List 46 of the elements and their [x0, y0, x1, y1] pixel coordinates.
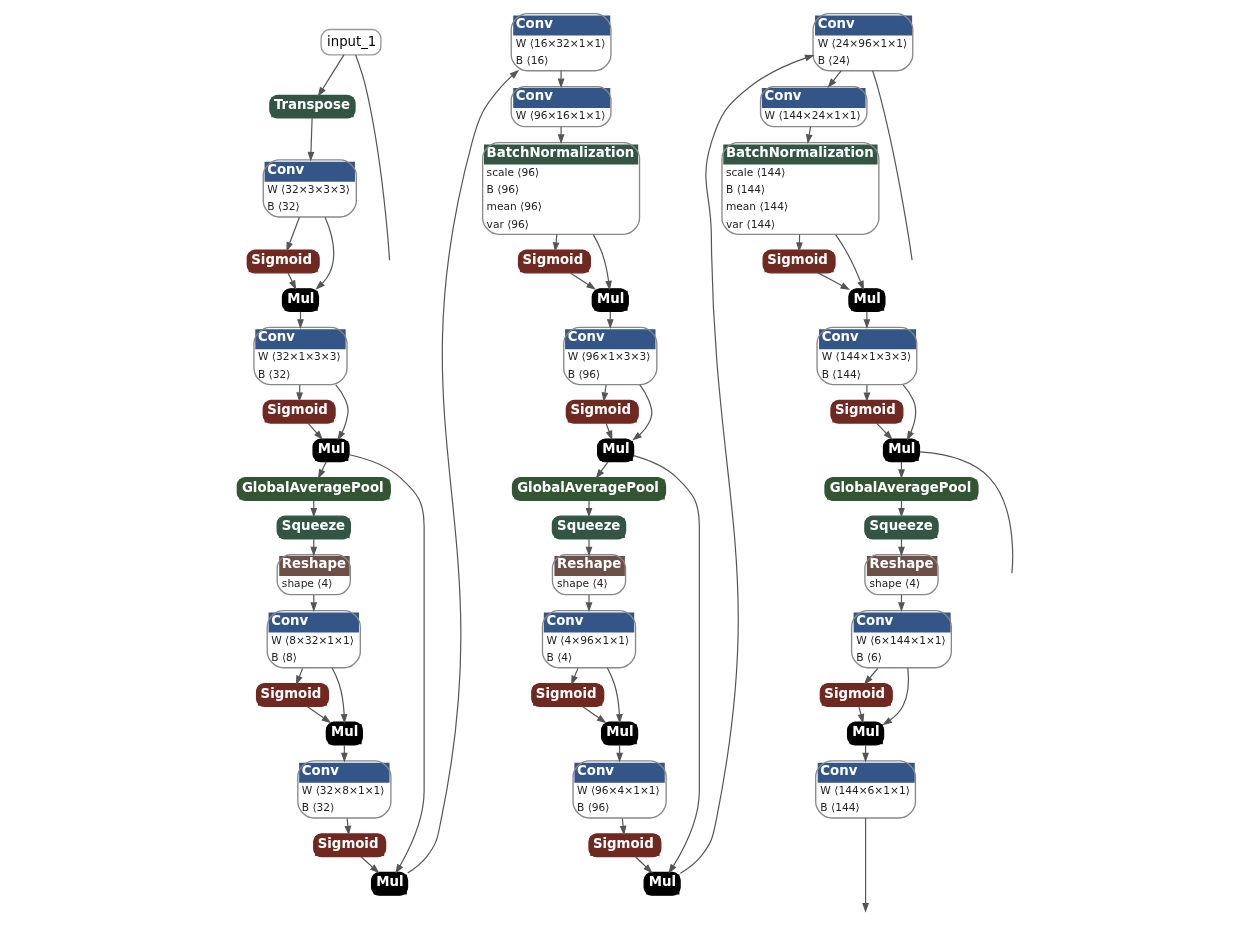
- connector: [871, 70, 913, 261]
- arrow: [306, 705, 331, 724]
- arrow: [569, 272, 596, 290]
- connector: [918, 451, 1013, 574]
- arrow: [307, 117, 314, 162]
- arrow: [827, 70, 842, 88]
- arrow: [875, 422, 893, 440]
- arrow: [317, 54, 345, 97]
- arrow: [595, 461, 609, 479]
- arrow: [287, 272, 296, 291]
- arrow: [592, 234, 612, 291]
- arrow: [585, 538, 592, 557]
- arrow: [606, 667, 623, 724]
- arrow: [805, 126, 813, 145]
- arrow: [863, 667, 878, 685]
- arrow: [585, 499, 592, 518]
- arrow: [295, 667, 303, 686]
- arrow: [619, 818, 626, 836]
- arrow: [581, 705, 606, 724]
- arrow: [557, 70, 564, 89]
- arrow: [631, 384, 652, 441]
- arrow: [902, 384, 916, 441]
- arrow: [406, 69, 519, 874]
- arrow: [314, 216, 334, 290]
- arrow: [359, 856, 379, 874]
- arrow: [557, 126, 564, 145]
- arrow: [881, 667, 909, 726]
- arrow: [816, 272, 850, 290]
- arrow: [285, 216, 300, 252]
- arrow: [585, 594, 592, 612]
- arrow: [863, 311, 870, 329]
- arrow: [679, 54, 815, 874]
- arrow: [601, 384, 608, 403]
- arrow: [861, 817, 869, 913]
- arrow: [634, 856, 653, 874]
- arrow: [570, 667, 578, 686]
- arrow: [334, 384, 349, 441]
- arrow: [863, 384, 870, 403]
- arrow: [632, 455, 700, 874]
- arrow: [552, 233, 559, 253]
- arrow: [857, 705, 864, 724]
- arrow: [317, 461, 327, 479]
- arrow: [331, 667, 348, 724]
- arrow: [605, 422, 612, 441]
- connector: [354, 54, 390, 261]
- arrow: [307, 422, 323, 441]
